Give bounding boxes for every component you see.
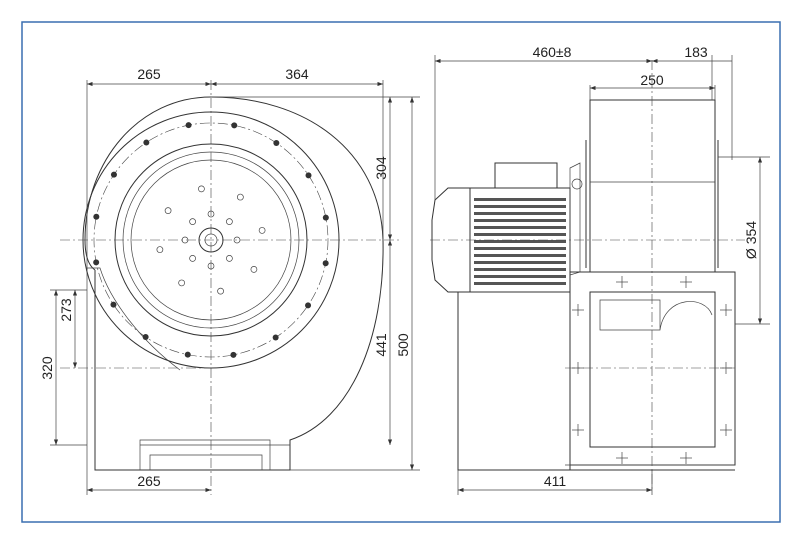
fin [474,254,566,257]
dim-364: 364 [285,66,309,82]
hole [250,266,258,273]
dim-diameter-354: Ø 354 [743,221,759,259]
hole [189,218,196,225]
hole [164,207,172,214]
dim-411: 411 [544,473,567,489]
bolt [93,259,100,266]
fin [474,205,566,208]
bolt [273,139,280,146]
bolt-hole-mark [616,452,628,464]
bolt [305,302,312,309]
fin [474,282,566,285]
fin [474,226,566,229]
fin [474,219,566,222]
bolt-hole-mark [680,452,692,464]
hole [217,287,224,295]
motor-fins [474,198,566,285]
bolt [142,334,149,341]
hole [156,246,164,253]
bolt [230,351,237,358]
fin [474,268,566,271]
terminal-box [494,162,558,189]
bolt-hole-mark [616,276,628,288]
bolt [231,122,238,129]
bolt [185,122,192,129]
outlet-opening [589,291,716,448]
flange-bolts [93,122,329,358]
dim-250: 250 [640,72,664,88]
frame-border [21,21,781,523]
bolt-hole-mark [572,304,584,316]
scroll-casing [84,96,384,471]
dim-265-bottom: 265 [137,473,161,489]
fin [474,261,566,264]
fin [474,247,566,250]
side-view [430,55,770,495]
dim-460: 460±8 [533,44,572,60]
dim-183: 183 [684,44,708,60]
outlet-flange [569,271,736,466]
flange-holes [572,276,732,464]
fin [474,198,566,201]
hole [226,255,233,262]
dim-500: 500 [395,333,411,357]
bolt [110,301,117,308]
bolt [272,334,279,341]
bolt-hole-mark [720,424,732,436]
bolt [322,260,329,267]
fin [474,240,566,243]
bolt-hole-mark [680,276,692,288]
dim-441: 441 [373,333,389,357]
bolt [93,213,100,220]
bolt-hole-mark [720,304,732,316]
hole [189,255,196,262]
fin [474,212,566,215]
front-view [50,80,420,495]
bolt [305,172,312,179]
fan-housing [589,99,716,273]
hole [198,185,205,193]
hole [226,218,233,225]
dim-273: 273 [58,298,74,322]
fin [474,275,566,278]
dim-304: 304 [373,156,389,180]
bolt [143,139,150,146]
hole [178,279,185,287]
bolt-hole-mark [572,424,584,436]
dim-265-top: 265 [137,66,161,82]
dim-320: 320 [39,356,55,380]
bolt [184,351,191,358]
base [457,291,571,471]
hole [237,193,244,201]
hole [258,227,266,234]
fin [474,233,566,236]
bolt [322,214,329,221]
bolt [110,171,117,178]
